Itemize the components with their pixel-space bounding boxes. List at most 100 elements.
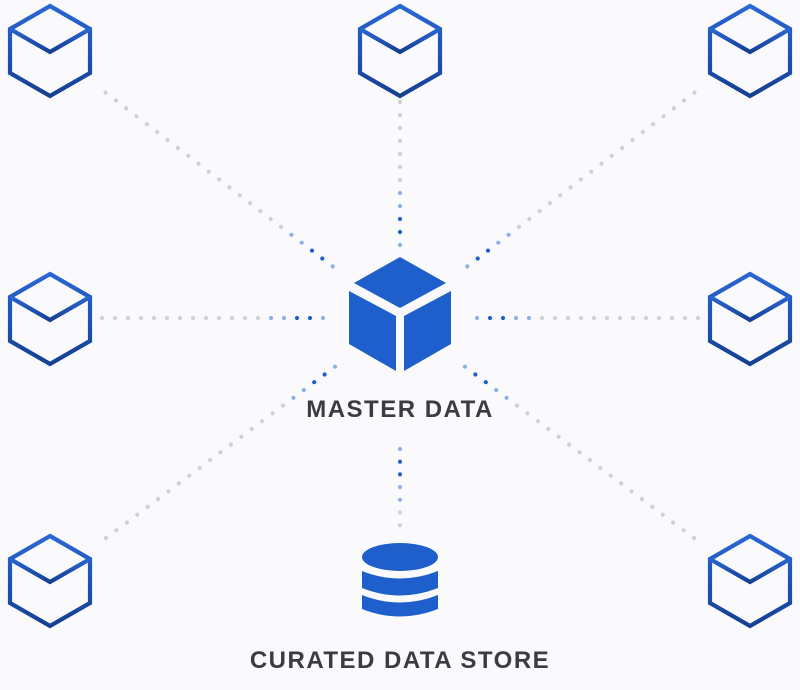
connection-dot	[397, 446, 403, 452]
connection-dot	[661, 114, 666, 119]
connection-dot	[589, 169, 594, 174]
connection-dot	[526, 315, 532, 321]
connection-dot	[155, 130, 160, 135]
connection-dot	[299, 240, 304, 245]
connection-dot	[175, 145, 180, 150]
connection-dot	[322, 372, 327, 377]
connection-dot	[278, 224, 284, 229]
connection-dot	[330, 264, 335, 269]
connection-dot	[650, 504, 655, 509]
connection-dot	[301, 387, 306, 393]
connection-dot	[577, 450, 582, 455]
connection-dot	[268, 315, 274, 321]
connection-dot	[397, 125, 403, 131]
connection-dot	[640, 130, 645, 135]
connection-dot	[609, 153, 614, 158]
connection-dot	[112, 315, 118, 321]
connection-dot	[177, 315, 183, 321]
connection-dot	[280, 403, 286, 408]
connection-dot	[176, 481, 181, 486]
node-bottom-left-cube-outline-icon	[7, 533, 93, 629]
connection-dot	[629, 489, 634, 494]
connection-dot	[397, 164, 403, 170]
connection-dot	[268, 216, 273, 222]
connection-dot	[255, 315, 261, 321]
connection-dot	[124, 520, 129, 525]
connection-dot	[397, 523, 403, 528]
connection-dot	[206, 169, 211, 174]
connection-dot	[216, 315, 222, 321]
connection-dot	[556, 434, 561, 439]
curated-data-store-label: CURATED DATA STORE	[249, 647, 551, 674]
connection-dot	[465, 264, 470, 269]
connection-dot	[332, 364, 338, 369]
connection-dot	[397, 485, 403, 490]
connection-dot	[535, 419, 541, 424]
connection-bottom-right	[462, 364, 697, 541]
connection-dot	[397, 216, 403, 222]
connection-dot	[397, 190, 403, 196]
connection-dot	[537, 209, 542, 214]
connection-dot	[113, 98, 118, 103]
connection-dot	[527, 216, 532, 222]
connection-dot	[462, 364, 468, 369]
connection-dot	[144, 122, 149, 127]
connection-dot	[397, 229, 403, 235]
connection-dot	[187, 473, 192, 478]
connection-dot	[249, 426, 254, 432]
connection-dot	[539, 315, 545, 321]
node-top-left-cube-outline-icon	[7, 3, 93, 99]
node-middle-right-cube-outline-icon	[707, 271, 793, 367]
connection-dot	[397, 112, 403, 118]
connection-dot	[617, 315, 623, 321]
connection-dot	[516, 224, 522, 229]
connection-dot	[203, 315, 209, 321]
connection-dot	[397, 510, 403, 515]
connection-dot	[473, 372, 478, 377]
cube-top-edge	[708, 557, 792, 585]
database-bottom-band	[362, 595, 438, 617]
node-middle-left-cube-outline-icon	[7, 271, 93, 367]
connection-dot	[289, 232, 294, 237]
connection-dot	[681, 528, 686, 533]
connection-top-center	[397, 99, 403, 248]
connection-top-left	[103, 90, 335, 269]
cube-top-edge	[8, 27, 92, 55]
connection-dot	[166, 489, 171, 494]
connection-dot	[156, 497, 161, 502]
connection-dot	[397, 177, 403, 183]
connection-dot	[312, 380, 317, 385]
connection-dot	[552, 315, 558, 321]
cube-left-face	[349, 291, 396, 371]
connection-dot	[598, 465, 603, 470]
cube-top-edge	[8, 557, 92, 585]
connection-dot	[547, 201, 553, 206]
connection-dot	[242, 315, 248, 321]
connection-dot	[671, 106, 676, 111]
connection-dot	[309, 248, 315, 253]
connection-dot	[599, 161, 604, 166]
master-data-cube-filled-icon	[349, 257, 451, 371]
connection-dot	[604, 315, 610, 321]
connection-dot	[397, 203, 403, 209]
connection-dot	[291, 395, 296, 400]
connection-dot	[494, 387, 499, 393]
connection-dot	[103, 90, 108, 95]
connection-dot	[587, 458, 593, 463]
connection-dot	[190, 315, 196, 321]
connection-dot	[565, 315, 571, 321]
connection-dot	[114, 528, 119, 533]
connection-dot	[591, 315, 597, 321]
connection-dot	[397, 459, 403, 464]
connection-dot	[145, 504, 150, 509]
connection-dot	[656, 315, 662, 321]
connection-dot	[660, 512, 665, 517]
connection-dot	[218, 450, 223, 455]
connection-dot	[568, 185, 573, 190]
connection-dot	[320, 256, 325, 261]
connection-dot	[134, 114, 139, 119]
connection-dot	[695, 315, 701, 321]
connection-dot	[227, 185, 232, 190]
connection-dot	[504, 395, 509, 400]
